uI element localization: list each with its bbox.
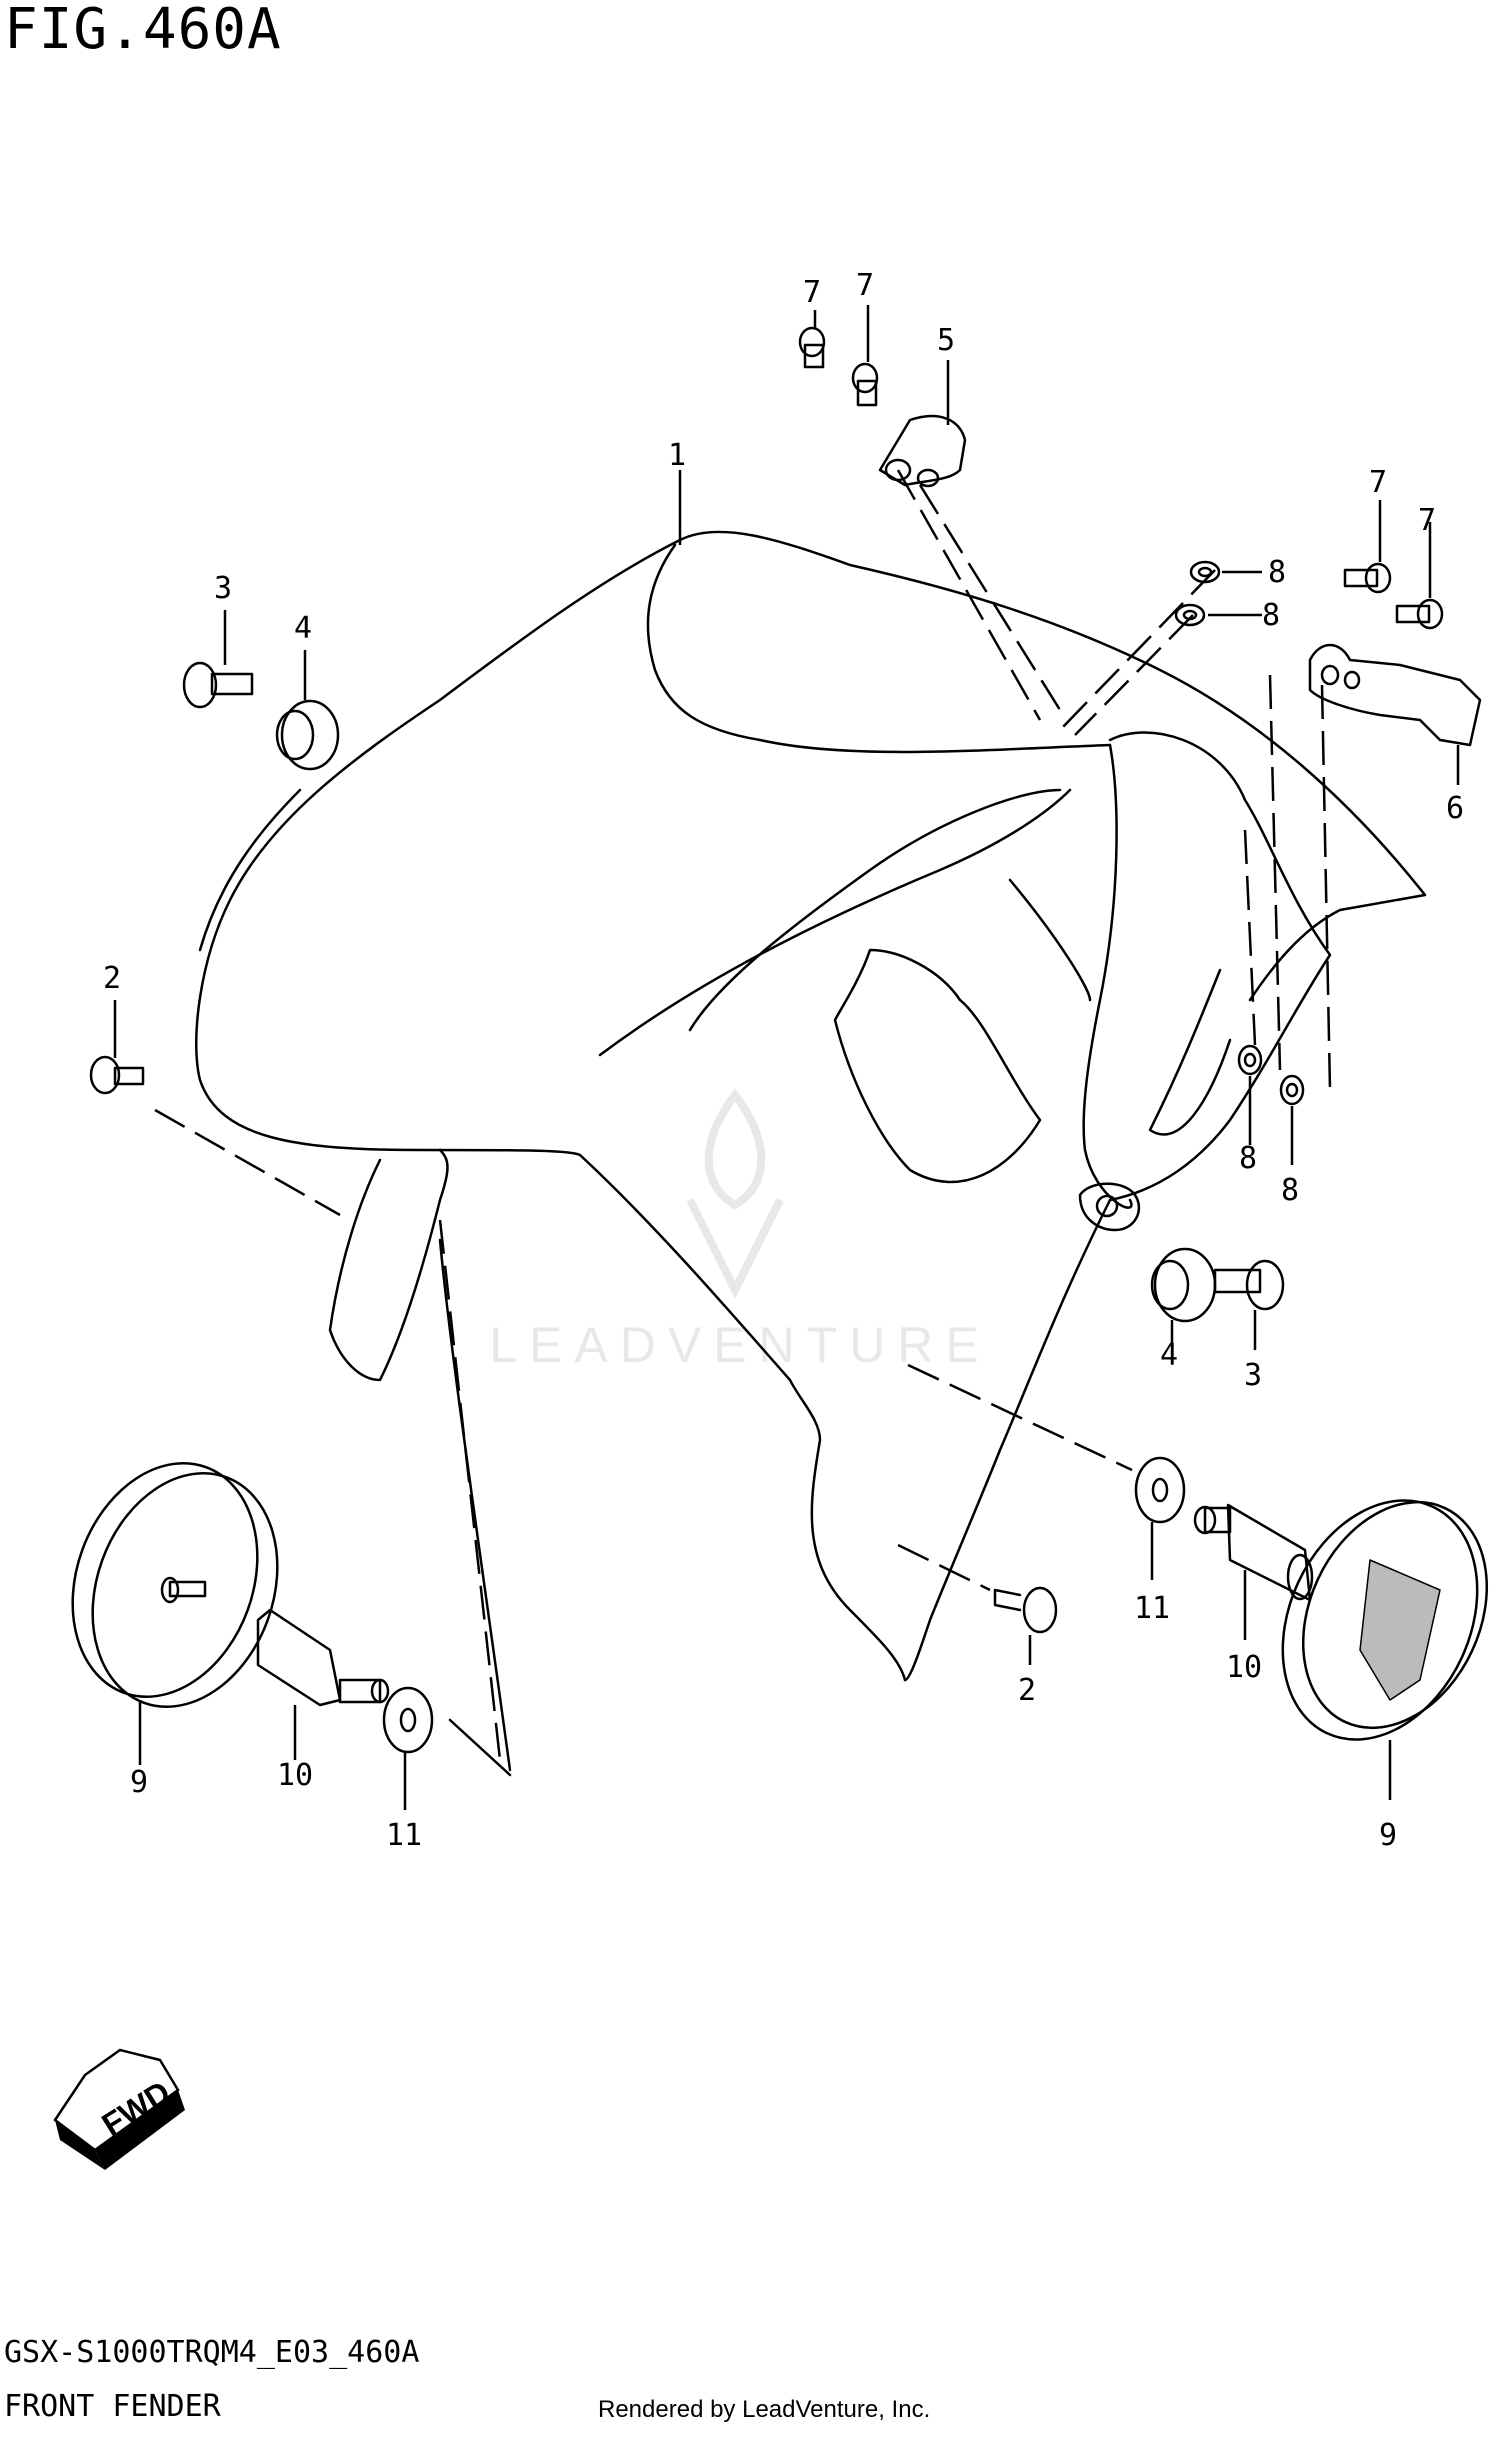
screw-part-2-right[interactable] [993, 1586, 1058, 1634]
nut-part-8-d[interactable] [1279, 1074, 1305, 1106]
callout-8-a: 8 [1268, 555, 1286, 590]
bolt-part-7-a[interactable] [798, 326, 826, 369]
callout-11-left: 11 [386, 1818, 422, 1853]
nut-part-8-c[interactable] [1237, 1044, 1263, 1076]
callout-8-d: 8 [1281, 1173, 1299, 1208]
callout-3-right: 3 [1244, 1358, 1262, 1393]
callout-4-right: 4 [1160, 1338, 1178, 1373]
watermark-text: LEADVENTURE [489, 1317, 991, 1373]
callout-8-c: 8 [1239, 1141, 1257, 1176]
figure-title: FIG.460A [4, 0, 282, 62]
washer-part-11-right[interactable] [1134, 1456, 1186, 1524]
spacer-part-10-right[interactable] [1193, 1503, 1314, 1602]
bracket-part-5[interactable] [878, 414, 967, 488]
callout-7-d: 7 [1418, 503, 1436, 538]
callout-10-left: 10 [277, 1758, 313, 1793]
callout-9-left: 9 [130, 1765, 148, 1800]
assembly-lines [154, 469, 1332, 1761]
screw-part-2-left[interactable] [89, 1055, 145, 1095]
callout-10-right: 10 [1226, 1650, 1262, 1685]
callout-6: 6 [1446, 791, 1464, 826]
callout-7-b: 7 [856, 268, 874, 303]
front-fender-part-1[interactable] [195, 530, 1427, 1682]
credit-line: Rendered by LeadVenture, Inc. [598, 2396, 931, 2423]
grommet-part-4-left[interactable] [275, 699, 340, 771]
washer-part-11-left[interactable] [382, 1686, 434, 1754]
callout-8-b: 8 [1262, 598, 1280, 633]
fwd-arrow-icon: FWD [53, 2048, 185, 2170]
watermark-logo: LEADVENTURE [489, 1088, 991, 1373]
leader-lines [113, 305, 1460, 1810]
grommet-part-4-right[interactable] [1150, 1247, 1217, 1323]
figure-code: GSX-S1000TRQM4_E03_460A [4, 2335, 420, 2370]
callout-11-right: 11 [1134, 1591, 1170, 1626]
callout-3-left: 3 [214, 571, 232, 606]
reflector-part-9-right[interactable] [1246, 1469, 1500, 1772]
callout-4-left: 4 [294, 611, 312, 646]
bolt-part-3-right[interactable] [1213, 1259, 1285, 1311]
callout-9-right: 9 [1379, 1818, 1397, 1853]
figure-name: FRONT FENDER [4, 2389, 221, 2424]
callout-numbers: 1 2 2 3 3 4 4 5 6 7 7 7 7 8 8 8 8 9 9 10… [103, 268, 1464, 1853]
callout-1: 1 [668, 438, 686, 473]
bolt-part-3-left[interactable] [182, 661, 254, 709]
callout-2-left: 2 [103, 961, 121, 996]
nut-part-8-b[interactable] [1174, 603, 1206, 627]
bolt-part-7-d[interactable] [1395, 598, 1444, 630]
callout-5: 5 [937, 323, 955, 358]
bolt-part-7-c[interactable] [1343, 562, 1392, 594]
callout-2-right: 2 [1018, 1673, 1036, 1708]
bracket-part-6[interactable] [1308, 643, 1482, 747]
callout-7-c: 7 [1369, 465, 1387, 500]
callout-7-a: 7 [803, 275, 821, 310]
bolt-part-7-b[interactable] [851, 362, 879, 407]
spacer-part-10-left[interactable] [256, 1608, 390, 1707]
reflector-part-9-left[interactable] [41, 1437, 308, 1733]
